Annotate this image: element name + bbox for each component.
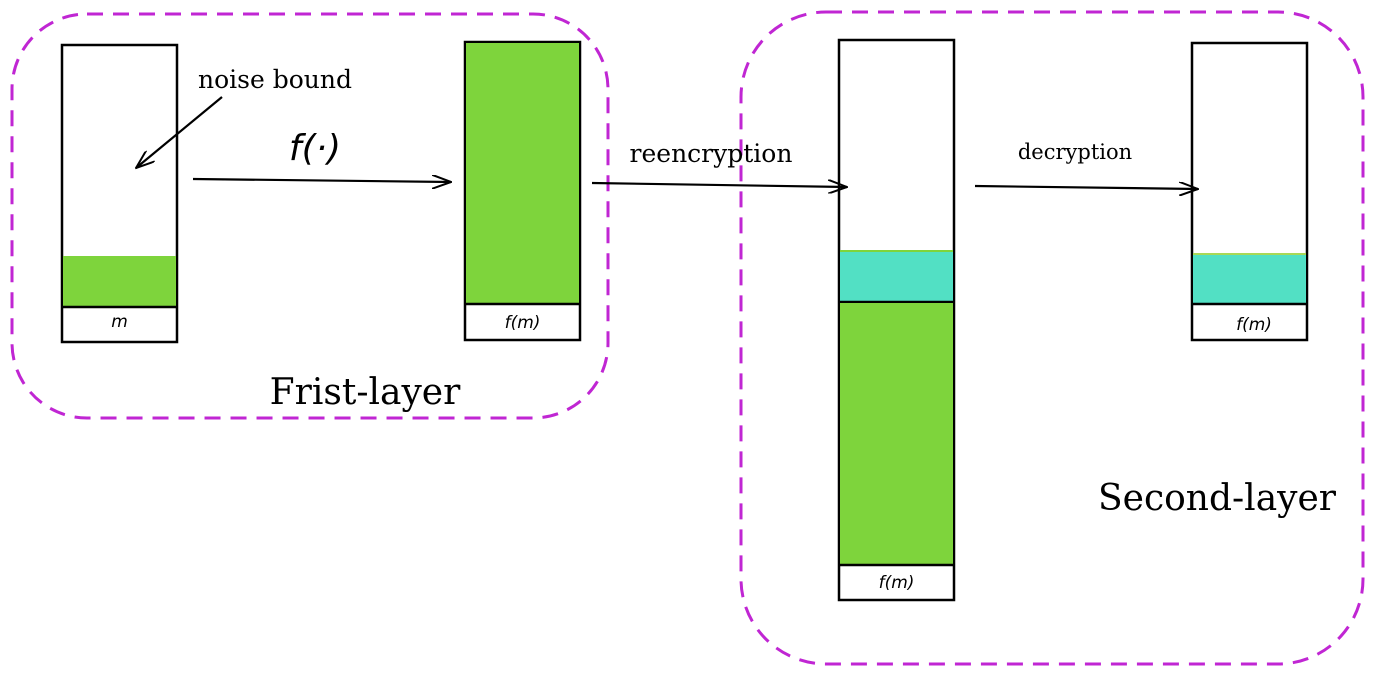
noise-bound-label: noise bound (198, 65, 352, 94)
evaluated-ciphertext-bar: f(m) (463, 40, 582, 342)
first-layer-label: Frist-layer (270, 372, 461, 413)
reencryption-noise-fill (840, 251, 953, 302)
reencrypted-ciphertext-bar: f(m) (837, 38, 956, 602)
reencrypted-label: f(m) (879, 573, 915, 593)
decryption-label: decryption (1018, 140, 1132, 164)
reencryption-noise-fill (1193, 254, 1306, 304)
function-arrow (192, 179, 451, 182)
noise-bound-pointer-arrow (136, 96, 223, 168)
message-label: m (111, 312, 128, 332)
function-label: f(·) (289, 128, 341, 169)
second-layer-label: Second-layer (1098, 478, 1337, 519)
noise-fill (63, 256, 176, 307)
reencryption-label: reencryption (630, 139, 793, 168)
decryption-arrow (974, 186, 1198, 189)
noise-fill (466, 43, 579, 304)
evaluated-label: f(m) (505, 313, 541, 333)
noise-fill (840, 303, 953, 565)
decrypted-ciphertext-bar: f(m) (1190, 41, 1309, 342)
decrypted-label: f(m) (1236, 315, 1272, 335)
first-layer-container (10, 12, 610, 420)
message-ciphertext-bar: m (60, 43, 179, 344)
reencryption-arrow (591, 183, 847, 187)
